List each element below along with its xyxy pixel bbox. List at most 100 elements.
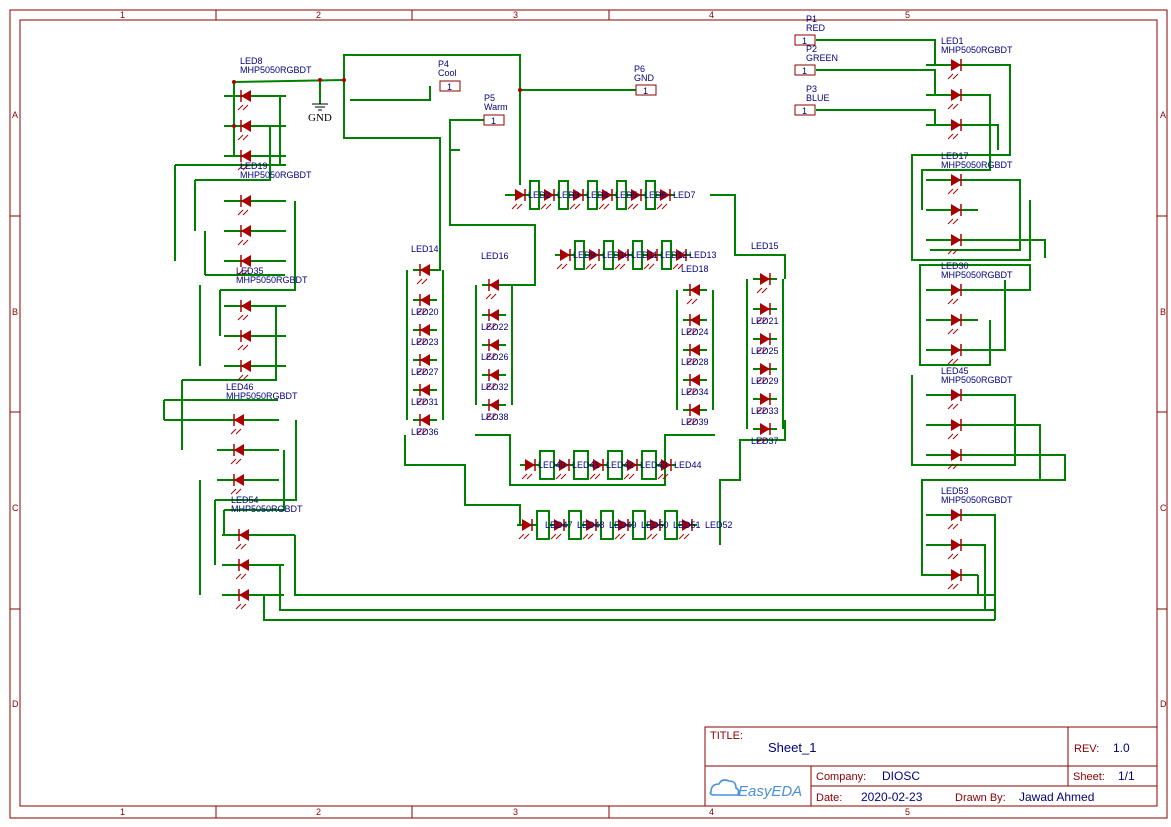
- led-ref: LED39: [681, 417, 709, 427]
- led-ref: LED40: [538, 460, 566, 470]
- rgb-led-die: [947, 59, 962, 80]
- white-led: [416, 384, 430, 405]
- white-led: [672, 249, 687, 270]
- white-led: [511, 189, 526, 210]
- led-ref: LED14: [411, 244, 439, 254]
- wire: [263, 595, 995, 621]
- gnd-symbol: [312, 103, 328, 111]
- wire: [641, 450, 657, 465]
- white-led: [756, 393, 771, 414]
- led-ref: LED31: [411, 397, 439, 407]
- port-pin-number: 1: [447, 82, 452, 92]
- rgb-led-die: [237, 195, 251, 216]
- led-ref: LED25: [751, 346, 779, 356]
- rgb-led-part: MHP5050RGBDT: [941, 375, 1013, 385]
- wire: [978, 280, 1006, 351]
- led-ref: LED43: [640, 460, 668, 470]
- led-ref: LED48: [577, 520, 605, 530]
- port-net-name: Warm: [484, 102, 508, 112]
- company-value: DIOSC: [882, 769, 920, 783]
- wire: [568, 510, 582, 525]
- wire: [574, 255, 585, 270]
- rev-value: 1.0: [1113, 741, 1130, 755]
- led-ref: LED9: [573, 250, 596, 260]
- port-pin-number: 1: [491, 116, 496, 126]
- led-ref: LED15: [751, 241, 779, 251]
- wire: [661, 240, 672, 255]
- rgb-led-ref: LED8: [240, 56, 263, 66]
- white-led: [589, 459, 604, 480]
- wire: [294, 535, 995, 596]
- junction-dot: [232, 80, 236, 84]
- white-led: [540, 189, 555, 210]
- company-label: Company:: [816, 771, 866, 783]
- wire: [475, 434, 715, 486]
- rgb-led-die: [237, 225, 251, 246]
- rgb-led-die: [947, 539, 962, 560]
- rgb-led-part: MHP5050RGBDT: [240, 65, 312, 75]
- port-ref: P6: [634, 64, 645, 74]
- led-ref: LED3: [557, 190, 580, 200]
- rgb-led-part: MHP5050RGBDT: [231, 504, 303, 514]
- port-pin-number: 1: [802, 36, 807, 46]
- port-ref: P3: [806, 84, 817, 94]
- wire: [539, 450, 555, 465]
- white-led: [756, 363, 771, 384]
- frame-row-label: A: [1160, 110, 1166, 120]
- wire: [224, 450, 285, 511]
- wire: [816, 109, 936, 125]
- led-ref: LED26: [481, 352, 509, 362]
- led-ref: LED2: [528, 190, 551, 200]
- frame-column-label: 3: [513, 10, 518, 20]
- wire: [632, 240, 643, 255]
- led-ref: LED34: [681, 387, 709, 397]
- port-pin-number: 1: [802, 106, 807, 116]
- sheet-value: 1/1: [1118, 769, 1135, 783]
- wire: [816, 69, 936, 95]
- rgb-led-part: MHP5050RGBDT: [226, 391, 298, 401]
- frame-row-label: A: [12, 110, 18, 120]
- white-led: [598, 189, 613, 210]
- port-cool: 1: [439, 80, 461, 92]
- rgb-led-die: [947, 419, 962, 440]
- wire: [816, 39, 936, 65]
- rgb-led-ref: LED30: [941, 261, 969, 271]
- white-led: [518, 519, 533, 540]
- rgb-led-die: [235, 559, 249, 580]
- port-green: 1: [794, 64, 816, 76]
- white-led: [678, 519, 693, 540]
- wire: [449, 119, 484, 151]
- wire: [343, 80, 441, 271]
- rgb-led-part: MHP5050RGBDT: [941, 160, 1013, 170]
- white-led: [623, 459, 638, 480]
- led-ref: LED11: [631, 250, 658, 260]
- led-ref: LED24: [681, 327, 709, 337]
- wire: [536, 525, 550, 540]
- white-led: [643, 249, 658, 270]
- led-ref: LED32: [481, 382, 509, 392]
- wire: [558, 180, 569, 195]
- white-led: [756, 423, 771, 444]
- white-led: [416, 354, 430, 375]
- wire: [607, 465, 623, 480]
- drawn-by-value: Jawad Ahmed: [1019, 790, 1094, 804]
- rgb-led-die: [237, 300, 251, 321]
- wire: [664, 525, 678, 540]
- wire: [911, 375, 1016, 466]
- rgb-led-die: [947, 389, 962, 410]
- port-net-name: GND: [634, 73, 655, 83]
- port-warm: 1: [483, 114, 505, 126]
- white-led: [582, 519, 597, 540]
- led-ref: LED52: [705, 520, 733, 530]
- white-led: [627, 189, 642, 210]
- port-net-name: RED: [806, 23, 826, 33]
- wire: [616, 180, 627, 195]
- wire: [600, 510, 614, 525]
- white-led: [416, 324, 430, 345]
- white-led: [569, 189, 584, 210]
- wire: [641, 465, 657, 480]
- rgb-led-die: [230, 444, 244, 465]
- white-led: [416, 414, 430, 435]
